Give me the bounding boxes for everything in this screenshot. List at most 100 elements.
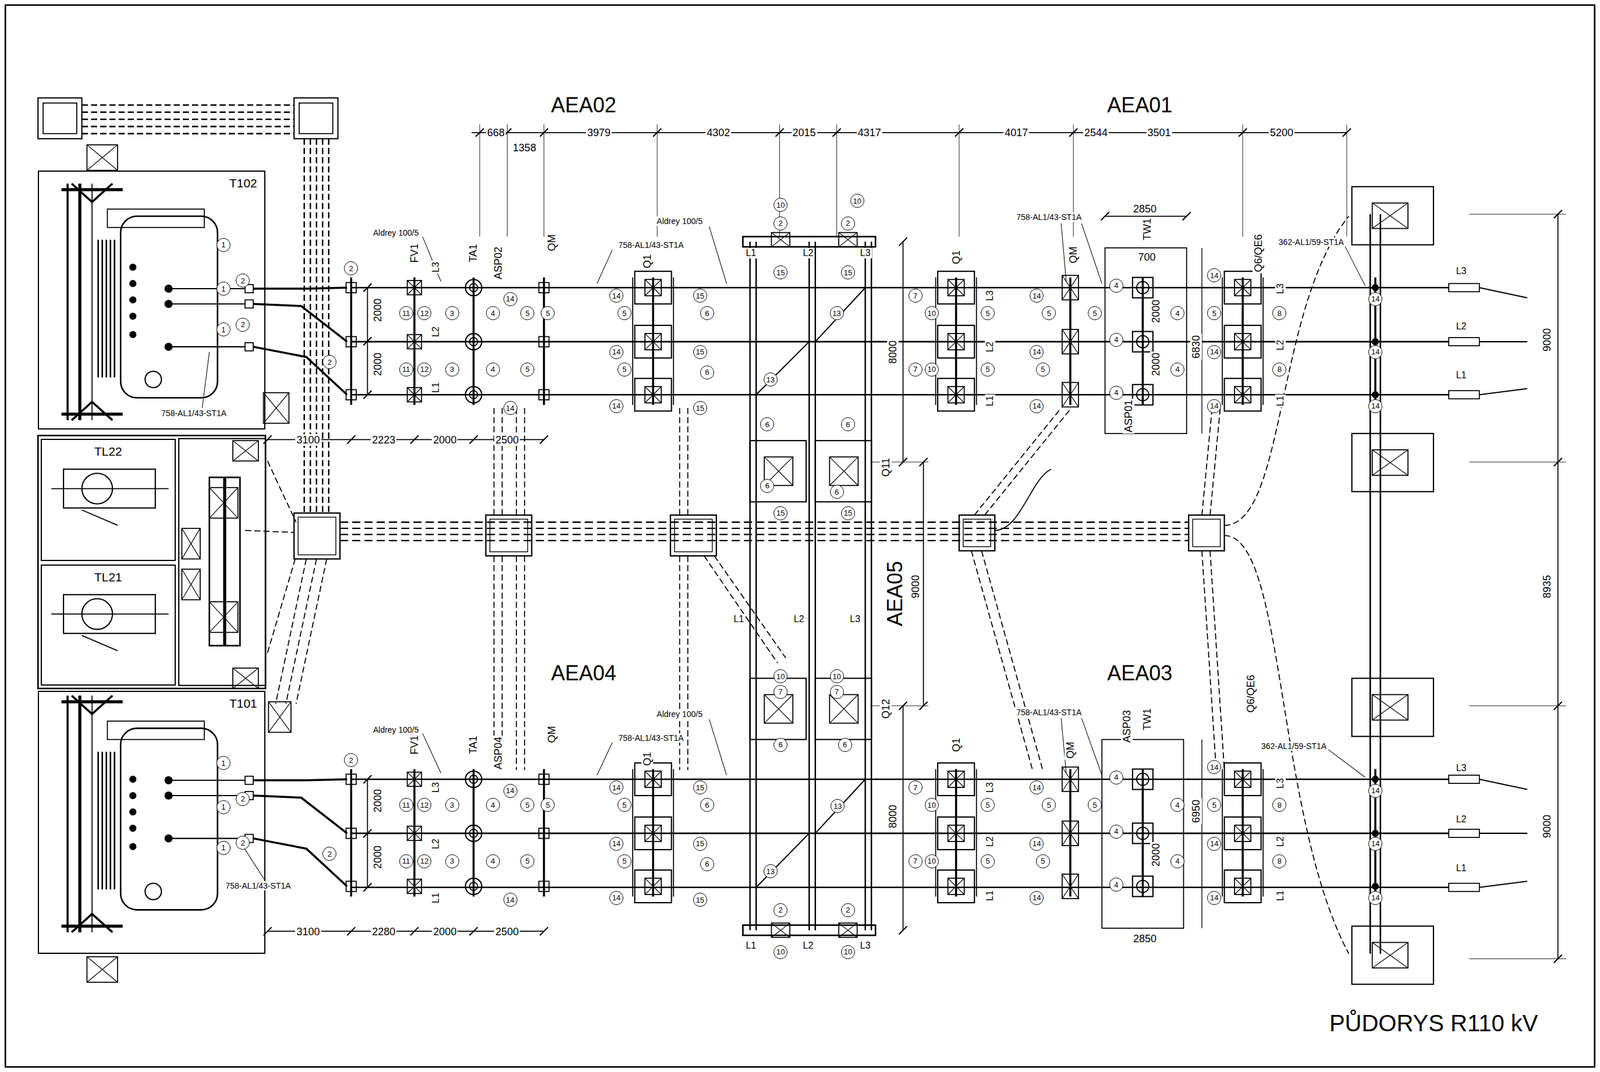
drawing-label: 758-AL1/43-ST1A bbox=[224, 881, 293, 891]
cross-mark bbox=[1062, 821, 1079, 846]
cross-mark bbox=[1234, 771, 1251, 788]
voltage-transformer bbox=[1136, 335, 1149, 349]
callout-number: 15 bbox=[773, 265, 788, 280]
cross-mark bbox=[86, 956, 118, 983]
outgoing-line bbox=[1479, 832, 1528, 835]
drawing-label: L2 bbox=[802, 247, 815, 259]
extension-line bbox=[1469, 461, 1566, 463]
disconnector-frame bbox=[937, 817, 975, 850]
cable-duct bbox=[1210, 408, 1221, 516]
radiator-fin bbox=[113, 239, 116, 378]
equipment-box bbox=[1062, 874, 1079, 899]
cross-mark bbox=[1372, 942, 1408, 968]
insulator bbox=[1448, 775, 1480, 784]
radiator-fin bbox=[97, 239, 99, 378]
equipment-box bbox=[644, 386, 662, 403]
disconnector-frame bbox=[1224, 763, 1262, 796]
bushing bbox=[164, 300, 172, 308]
cross-mark bbox=[263, 392, 290, 424]
frame-beam bbox=[78, 183, 82, 421]
drawing-label: Q1 bbox=[641, 750, 654, 768]
cross-mark bbox=[407, 334, 422, 350]
cross-mark bbox=[1062, 382, 1079, 407]
aux-lead bbox=[82, 635, 118, 651]
cross-mark bbox=[1062, 382, 1079, 407]
aux-lead bbox=[82, 509, 118, 525]
switch-frame bbox=[209, 477, 241, 646]
callout-number: 10 bbox=[773, 669, 788, 684]
cross-mark bbox=[644, 771, 662, 788]
extension-line bbox=[1346, 124, 1347, 237]
cross-mark bbox=[1062, 275, 1079, 300]
drawing-label: FV1 bbox=[408, 242, 421, 264]
frame-beam bbox=[672, 768, 674, 897]
frame-beam bbox=[976, 768, 978, 897]
drawing-label: 2223 bbox=[370, 434, 397, 446]
radiator-fin bbox=[105, 239, 108, 378]
drawing-label: 2000 bbox=[431, 926, 458, 938]
callout-number: 4 bbox=[1109, 824, 1124, 839]
cable-pit bbox=[674, 519, 713, 552]
callout-number: 1 bbox=[216, 756, 231, 771]
callout-number: 3 bbox=[445, 306, 460, 321]
cross-mark bbox=[644, 878, 662, 895]
callout-number: 14 bbox=[503, 292, 518, 307]
radiator-fin bbox=[109, 751, 112, 890]
frame-cross bbox=[71, 913, 113, 933]
bay-steel bbox=[870, 241, 872, 931]
callout-number: 14 bbox=[503, 401, 518, 415]
callout-number: 15 bbox=[841, 265, 856, 280]
extension-line bbox=[1469, 705, 1566, 707]
drawing-label: 2015 bbox=[790, 126, 817, 139]
drawing-label: QM bbox=[1067, 245, 1080, 265]
callout-number: 1 bbox=[216, 800, 231, 815]
cable-duct bbox=[515, 555, 517, 771]
support-post bbox=[543, 277, 546, 406]
callout-number: 1 bbox=[216, 841, 231, 856]
cross-mark bbox=[1372, 942, 1408, 968]
drawing-label: L2 bbox=[792, 614, 806, 625]
callout-number: 12 bbox=[417, 362, 432, 377]
drawing-label: 9000 bbox=[909, 573, 922, 600]
cross-mark bbox=[1234, 333, 1251, 350]
frame-beam bbox=[91, 695, 93, 933]
equipment-box bbox=[232, 440, 259, 461]
drawing-label: 2000 bbox=[371, 297, 384, 324]
callout-number: 4 bbox=[1170, 797, 1185, 812]
dimension-tick bbox=[540, 435, 549, 444]
disconnector-frame bbox=[937, 378, 975, 411]
cross-mark bbox=[1234, 386, 1251, 403]
cross-mark bbox=[948, 279, 965, 296]
drawing-label: 6830 bbox=[1190, 334, 1202, 360]
callout-number: 5 bbox=[540, 797, 555, 812]
drawing-label: L1 bbox=[1455, 370, 1468, 381]
bushing bbox=[129, 776, 137, 783]
drawing-label: ASP02 bbox=[492, 245, 505, 281]
cable-pit bbox=[297, 517, 336, 556]
disconnector-frame bbox=[750, 678, 807, 740]
callout-number: 14 bbox=[1368, 399, 1383, 414]
drawing-label: ASP03 bbox=[1120, 708, 1133, 744]
callout-number: 14 bbox=[1029, 345, 1044, 360]
drawing-label: Q6/QE6 bbox=[1244, 673, 1257, 715]
callout-number: 10 bbox=[773, 197, 788, 212]
insulator bbox=[1448, 337, 1480, 346]
voltage-transformer bbox=[1132, 277, 1154, 298]
room-box: TL21 bbox=[40, 564, 176, 687]
disconnector-frame bbox=[937, 325, 975, 358]
dimension-tick bbox=[469, 435, 478, 444]
equipment-box bbox=[1234, 279, 1251, 296]
frame-beam bbox=[935, 768, 937, 897]
drawing-label: TW1 bbox=[1141, 217, 1154, 242]
support-post bbox=[350, 768, 353, 897]
callout-number: 15 bbox=[693, 892, 708, 907]
bushing bbox=[129, 313, 137, 320]
equipment-box bbox=[1234, 386, 1251, 403]
insulator bbox=[1448, 883, 1480, 892]
drawing-label: Q1 bbox=[950, 249, 963, 266]
callout-number: 4 bbox=[485, 797, 500, 812]
equipment-box bbox=[948, 386, 965, 403]
support-post bbox=[543, 768, 546, 897]
